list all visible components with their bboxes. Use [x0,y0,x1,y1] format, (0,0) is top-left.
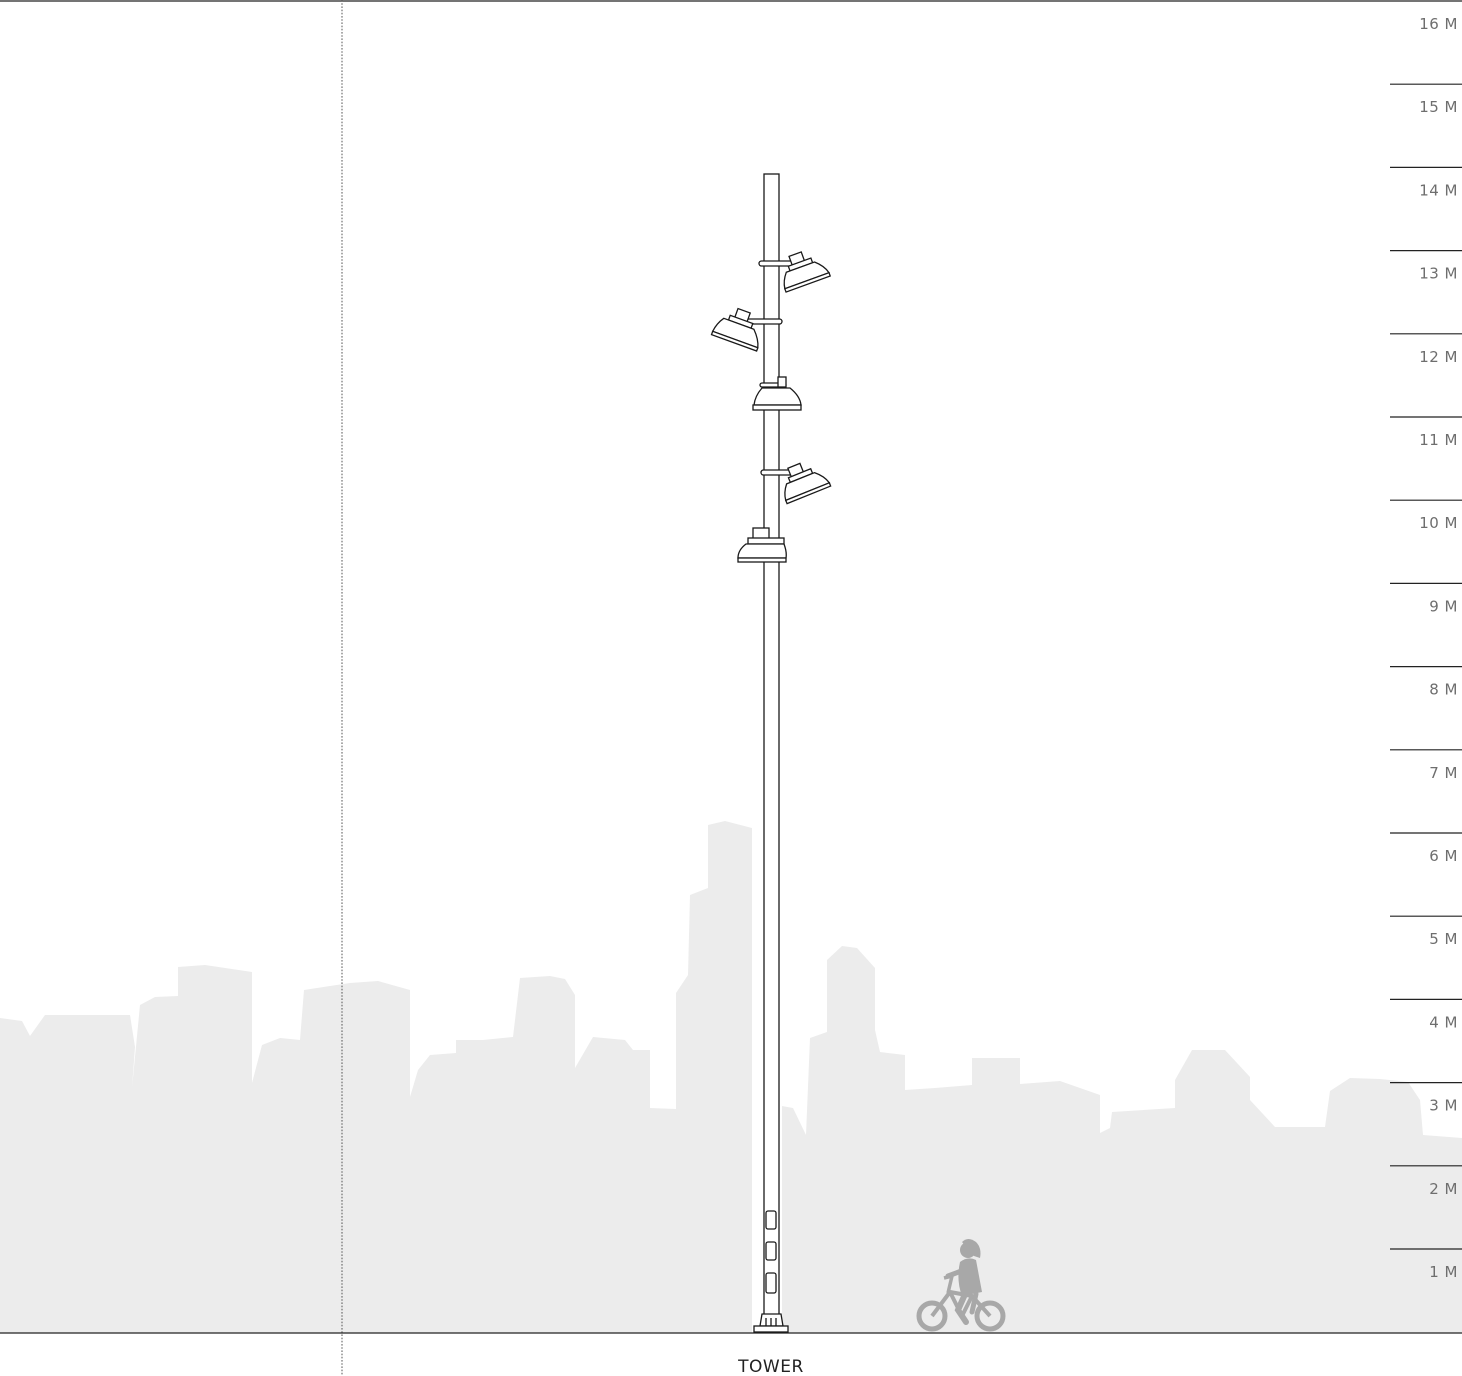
scale-label: 2 M [1429,1180,1458,1198]
tower-caption: TOWER [737,1357,804,1376]
tower-pole [753,173,789,1333]
scale-label: 6 M [1429,847,1458,865]
scale-label: 4 M [1429,1013,1458,1031]
scale-label: 10 M [1419,514,1458,532]
scale-label: 15 M [1419,98,1458,116]
floodlight-icon [758,251,832,293]
floodlight-icon [737,527,787,563]
pole-access-hatch [765,1272,777,1294]
scale-label: 11 M [1419,431,1458,449]
pole-access-hatch [765,1210,777,1230]
scale-label: 7 M [1429,764,1458,782]
pole-access-hatch [765,1241,777,1261]
scale-label: 1 M [1429,1263,1458,1281]
scale-label: 3 M [1429,1097,1458,1115]
pole-base-flange [753,1313,789,1333]
floodlight-icon [760,462,832,505]
floodlight-icon [710,307,783,352]
scale-label: 16 M [1419,15,1458,33]
scale-label: 9 M [1429,597,1458,615]
scale-label: 5 M [1429,930,1458,948]
scale-label: 14 M [1419,181,1458,199]
height-scale: 16 M 15 M 14 M 13 M 12 M 11 M 10 M 9 M 8 M 7 M 6 M… [1390,15,1462,1281]
city-skyline-silhouette [0,821,752,1333]
scale-label: 13 M [1419,265,1458,283]
floodlight-icon [752,376,802,411]
city-skyline-silhouette-right [782,946,1462,1333]
scale-label: 12 M [1419,348,1458,366]
scale-label: 8 M [1429,681,1458,699]
child-on-bicycle-icon [916,1239,1006,1332]
